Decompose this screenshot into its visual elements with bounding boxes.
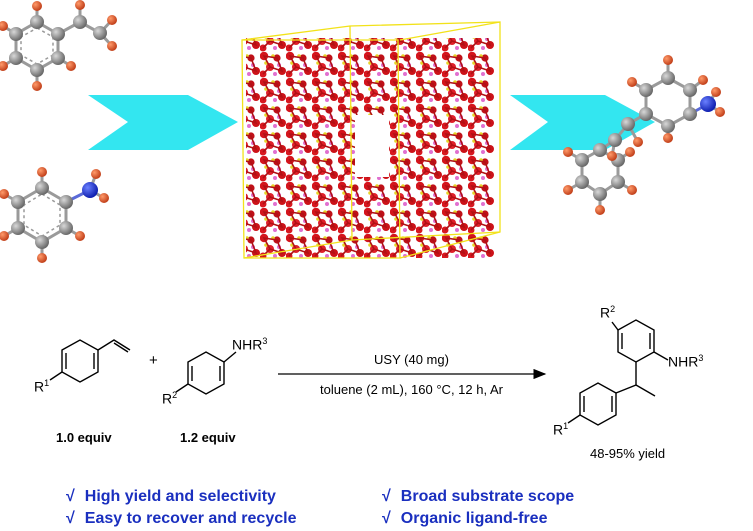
aniline-r2-label: R2 (162, 390, 178, 407)
styrene-equiv: 1.0 equiv (56, 430, 112, 445)
product-r1-label: R1 (553, 421, 569, 438)
product-molecule-model (563, 55, 725, 215)
reaction-conditions: toluene (2 mL), 160 °C, 12 h, Ar (320, 382, 503, 397)
left-reaction-arrow (88, 95, 238, 150)
aniline-molecule-model (0, 167, 109, 263)
feature-ligand-free: √Organic ligand-free (382, 510, 548, 527)
feature-high-yield: √High yield and selectivity (66, 488, 276, 505)
usy-zeolite-framework (241, 21, 501, 259)
plus-sign: + (149, 352, 158, 369)
aniline-equiv: 1.2 equiv (180, 430, 236, 445)
feature-recyclable: √Easy to recover and recycle (66, 510, 297, 527)
aniline-nhr3-label: NHR3 (232, 336, 268, 353)
product-yield: 48-95% yield (590, 446, 666, 461)
styrene-structure (49, 339, 131, 383)
product-r2-label: R2 (600, 304, 616, 321)
styrene-molecule-model (0, 0, 117, 91)
product-structure (567, 319, 669, 426)
catalyst-condition: USY (40 mg) (374, 352, 449, 367)
feature-broad-scope: √Broad substrate scope (382, 488, 575, 505)
styrene-r1-label: R1 (34, 378, 50, 395)
product-nhr3-label: NHR3 (668, 353, 704, 370)
aniline-structure (175, 351, 237, 395)
